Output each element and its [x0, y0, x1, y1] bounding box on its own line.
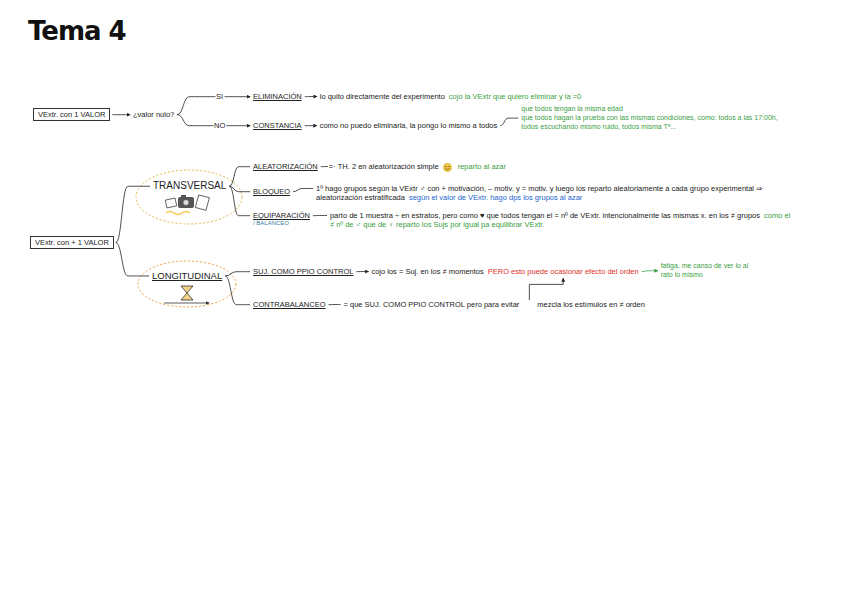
- smiley-mouth: [445, 168, 449, 169]
- smiley-face: [443, 163, 451, 171]
- node-text: como no puedo eliminarla, la pongo lo mi…: [320, 121, 498, 130]
- example-notes: fatiga, me canso de ver lo al rato lo mi…: [660, 262, 760, 280]
- node-text: PERO esto puede ocasionar efecto del ord…: [488, 267, 639, 276]
- example-notes: que todos tengan la misma edadque todos …: [520, 105, 792, 131]
- description-text: = que SUJ. COMO PPIO CONTROL pero para e…: [343, 300, 646, 309]
- node-text: TH. 2 en aleatorización simple: [338, 162, 439, 171]
- highlight-ellipse: [136, 170, 242, 224]
- connector: [229, 167, 250, 187]
- description-text: cojo los = Suj. en los ≠ momentos PERO es…: [370, 267, 639, 276]
- connector: [229, 186, 250, 215]
- node-text: / BALANCEO: [253, 220, 310, 228]
- connector: [225, 276, 250, 305]
- hourglass-icon: [181, 286, 193, 300]
- node-text: ALEATORIZACIÓN: [253, 162, 318, 171]
- node-text: CONTRABALANCEO: [253, 300, 326, 309]
- node-text: cojo la VExtr que quiero eliminar y la =…: [449, 92, 581, 101]
- node-text: que todos tengan la misma edad: [521, 105, 791, 114]
- node-text: ELIMINACIÓN: [253, 92, 302, 101]
- connector: [305, 96, 317, 97]
- question-node: ¿valor nulo?: [132, 110, 175, 119]
- scribble: [166, 212, 190, 215]
- node-text: ¿valor nulo?: [133, 110, 174, 119]
- connector: [112, 114, 130, 115]
- smiley-eye: [448, 166, 449, 167]
- edge-label: NO: [213, 122, 226, 130]
- node-text: = que SUJ. COMO PPIO CONTROL pero para e…: [344, 300, 520, 309]
- camera-lens: [183, 200, 189, 206]
- method-heading: BLOQUEO: [252, 187, 291, 196]
- design-heading: LONGITUDINAL: [151, 270, 223, 282]
- photo-icon: [165, 198, 176, 208]
- node-text: que todos hagan la prueba con las mismas…: [521, 114, 791, 132]
- description-text: 1º hago grupos según la VExtr ♂ con + mo…: [315, 184, 792, 203]
- node-text: TRANSVERSAL: [153, 180, 226, 193]
- design-heading: TRANSVERSAL: [152, 180, 227, 193]
- node-text: VExtr. con 1 VALOR: [38, 110, 105, 119]
- node-text: BLOQUEO: [253, 187, 290, 196]
- node-text: EQUIPARACIÓN: [253, 211, 310, 220]
- connector: [642, 270, 658, 272]
- description-text: TH. 2 en aleatorización simple reparto al…: [337, 162, 507, 172]
- highlight-ellipse: [138, 261, 236, 307]
- camera-icon: [181, 195, 186, 198]
- connector: [305, 125, 317, 126]
- page-title: Tema 4: [28, 16, 126, 46]
- time-arrow: [164, 303, 209, 304]
- connector: [116, 186, 150, 242]
- connector: [225, 272, 250, 276]
- connector: [500, 118, 518, 126]
- node-text: VExtr. con + 1 VALOR: [35, 238, 109, 247]
- connector: [329, 304, 341, 305]
- method-heading: EQUIPARACIÓN/ BALANCEO: [252, 211, 311, 228]
- node-text: SUJ. COMO PPIO CONTROL: [253, 267, 353, 276]
- node-text: fatiga, me canso de ver lo al rato lo mi…: [661, 262, 759, 280]
- node-text: LONGITUDINAL: [152, 270, 222, 282]
- connector: [313, 215, 327, 216]
- node-text: lo quito directamente del experimento: [320, 92, 445, 101]
- connector: [116, 243, 149, 276]
- method-heading: ALEATORIZACIÓN: [252, 162, 319, 171]
- connector: [229, 186, 250, 191]
- description-text: lo quito directamente del experimento coj…: [319, 92, 582, 101]
- variable-box: VExtr. con + 1 VALOR: [30, 236, 114, 249]
- description-text: parto de 1 muestra ÷ en estratos, pero c…: [329, 211, 792, 230]
- edge-label: =: [328, 163, 334, 171]
- camera-icon: [178, 197, 194, 208]
- node-text: cojo los = Suj. en los ≠ momentos: [371, 267, 483, 276]
- smiley-eye: [445, 166, 446, 167]
- connector: [177, 97, 250, 115]
- node-text: parto de 1 muestra ÷ en estratos, pero c…: [330, 211, 760, 220]
- node-text: reparto al azar: [458, 162, 506, 171]
- connector: [529, 278, 563, 300]
- edge-label: SI: [215, 93, 224, 101]
- smiley-icon: [443, 163, 452, 172]
- node-text: según el valor de VExtr. hago dps los gr…: [409, 193, 582, 202]
- connector: [293, 189, 313, 192]
- variable-box: VExtr. con 1 VALOR: [33, 108, 110, 121]
- photo-icon: [195, 195, 209, 210]
- method-heading: ELIMINACIÓN: [252, 92, 303, 101]
- method-heading: SUJ. COMO PPIO CONTROL: [252, 267, 354, 276]
- node-text: CONSTANCIA: [253, 121, 302, 130]
- connector: [356, 271, 368, 272]
- method-heading: CONSTANCIA: [252, 121, 303, 130]
- node-text: mezcla los estímulos en ≠ orden: [537, 300, 645, 309]
- description-text: como no puedo eliminarla, la pongo lo mi…: [319, 121, 499, 130]
- method-heading: CONTRABALANCEO: [252, 300, 327, 309]
